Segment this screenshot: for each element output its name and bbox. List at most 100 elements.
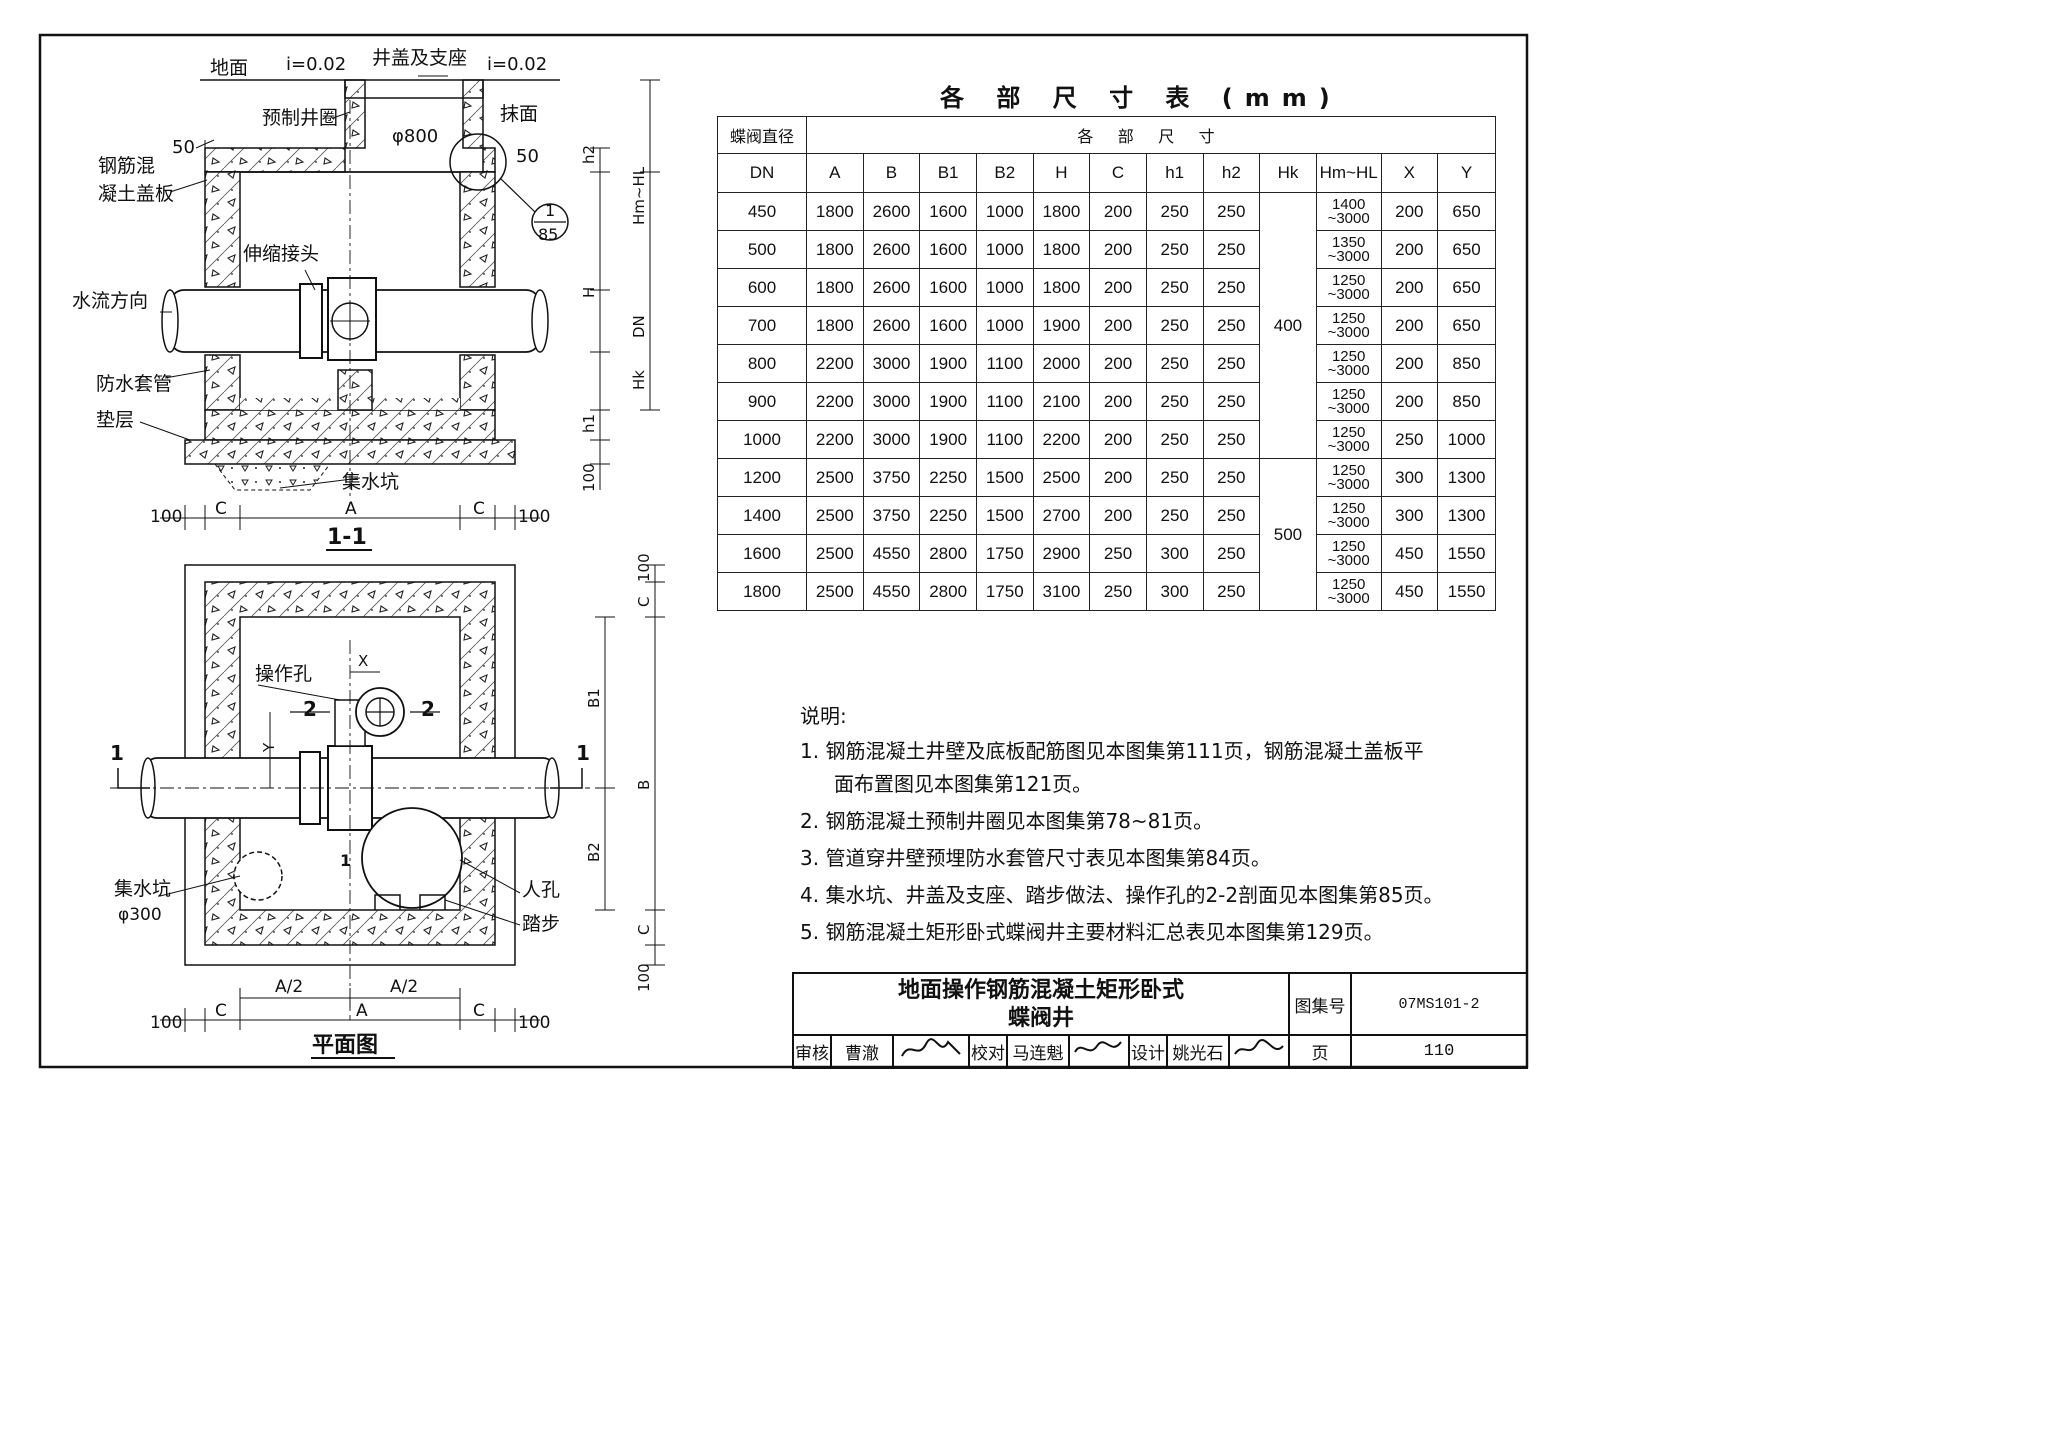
- table-cell: 200: [1380, 344, 1439, 383]
- table-cell: 1250 ~3000: [1315, 496, 1382, 535]
- table-cell: 200: [1380, 268, 1439, 307]
- detail-ref-top: 1: [545, 201, 555, 220]
- table-cell: 250: [1145, 192, 1204, 231]
- y-dim-label: Y: [260, 742, 278, 753]
- review-name: 曹澈: [830, 1034, 894, 1069]
- table-cell: 2250: [919, 496, 977, 535]
- table-cell: 2250: [919, 458, 977, 497]
- table-cell: 1250 ~3000: [1315, 534, 1382, 573]
- table-cell: 1400 ~3000: [1315, 192, 1382, 231]
- table-cell: 250: [1202, 420, 1261, 459]
- plan-dim-100-bottom: 100: [635, 963, 653, 992]
- title-block: 地面操作钢筋混凝土矩形卧式 蝶阀井 图集号 07MS101-2 审核 曹澈 校对…: [791, 972, 1529, 1069]
- table-cell: 250: [1202, 306, 1261, 345]
- section2-left-label: 2: [303, 697, 317, 721]
- review-label: 审核: [792, 1034, 832, 1069]
- operating-hole-label: 操作孔: [255, 663, 312, 685]
- table-cell: 250: [1145, 496, 1204, 535]
- table-cell: 900: [716, 382, 808, 421]
- table-cell: 3750: [862, 496, 921, 535]
- table-cell: 1000: [716, 420, 808, 459]
- table-cell: 1350 ~3000: [1315, 230, 1382, 269]
- table-cell: 1250 ~3000: [1315, 458, 1382, 497]
- table-cell: 200: [1089, 306, 1147, 345]
- table-cell: 3000: [862, 382, 921, 421]
- column-header: H: [1032, 153, 1091, 193]
- table-cell: 1600: [919, 192, 977, 231]
- column-header: Hk: [1259, 153, 1317, 193]
- table-cell: 1900: [1032, 306, 1091, 345]
- detail-ref-bottom: 85: [538, 225, 558, 244]
- table-cell: 1800: [1032, 192, 1091, 231]
- table-cell: 250: [1145, 268, 1204, 307]
- check-signature: [1068, 1034, 1130, 1069]
- drawing-sheet: 地面 i=0.02 i=0.02 井盖及支座 预制井圈 抹面 φ800 钢筋混 …: [38, 33, 1529, 1069]
- table-cell: 2600: [862, 192, 921, 231]
- table-cell: 1250 ~3000: [1315, 344, 1382, 383]
- page-number: 110: [1350, 1034, 1529, 1069]
- plan-dim-a-half-left: A/2: [275, 977, 303, 997]
- table-cell: 250: [1145, 306, 1204, 345]
- ground-label: 地面: [210, 57, 248, 79]
- table-cell: 1600: [919, 268, 977, 307]
- table-cell: 1750: [975, 572, 1034, 611]
- plaster-label: 抹面: [500, 103, 538, 125]
- plan-sump-dia-label: φ300: [118, 905, 162, 925]
- table-cell: 200: [1089, 420, 1147, 459]
- table-cell: 2800: [919, 534, 977, 573]
- table-cell: 850: [1437, 344, 1496, 383]
- table-cell: 300: [1380, 458, 1439, 497]
- table-cell: 250: [1202, 534, 1261, 573]
- table-cell: 1100: [975, 420, 1034, 459]
- table-cell: 2600: [862, 230, 921, 269]
- table-cell: 800: [716, 344, 808, 383]
- dim-100-left: 100: [150, 507, 182, 527]
- column-header: B: [862, 153, 921, 193]
- table-cell: 2500: [806, 496, 864, 535]
- table-cell: 250: [1145, 420, 1204, 459]
- section-title: 1-1: [327, 525, 367, 550]
- plan-dim-b1: B1: [585, 688, 603, 708]
- column-header: B1: [919, 153, 977, 193]
- table-cell: 250: [1202, 192, 1261, 231]
- table-cell: 1900: [919, 344, 977, 383]
- table-cell: 200: [1089, 192, 1147, 231]
- section1-inner-label: 1: [340, 851, 351, 870]
- note-item: 4. 集水坑、井盖及支座、踏步做法、操作孔的2-2剖面见本图集第85页。: [800, 883, 1444, 907]
- dim-c-left: C: [215, 499, 227, 519]
- table-cell: 200: [1089, 458, 1147, 497]
- table-cell: 1600: [919, 230, 977, 269]
- table-cell: 1000: [1437, 420, 1496, 459]
- dim-50-left: 50: [172, 137, 195, 158]
- cover-seat-label: 井盖及支座: [372, 47, 467, 69]
- table-cell: 250: [1145, 230, 1204, 269]
- table-cell: 2200: [806, 420, 864, 459]
- x-dim-label: X: [358, 652, 368, 670]
- table-cell: 250: [1202, 382, 1261, 421]
- table-cell: 1550: [1437, 572, 1496, 611]
- table-cell: 200: [1380, 230, 1439, 269]
- table-cell: 250: [1202, 458, 1261, 497]
- table-cell: 500: [716, 230, 808, 269]
- plan-sump-label: 集水坑: [114, 878, 171, 900]
- table-cell: 300: [1145, 534, 1204, 573]
- check-name: 马连魁: [1006, 1034, 1070, 1069]
- hk-cell: 400: [1259, 192, 1317, 459]
- table-cell: 200: [1089, 344, 1147, 383]
- column-header: Y: [1437, 153, 1496, 193]
- section-1-1: 地面 i=0.02 i=0.02 井盖及支座 预制井圈 抹面 φ800 钢筋混 …: [72, 47, 660, 551]
- drawing-title-line2: 蝶阀井: [1008, 1005, 1075, 1030]
- table-cell: 300: [1145, 572, 1204, 611]
- dim-100-right: 100: [518, 507, 550, 527]
- table-cell: 1000: [975, 230, 1034, 269]
- dim-hm-hl: Hm~HL: [630, 166, 648, 225]
- section1-right-label: 1: [576, 741, 590, 765]
- table-cell: 1750: [975, 534, 1034, 573]
- page-label: 页: [1288, 1034, 1353, 1069]
- table-cell: 1900: [919, 382, 977, 421]
